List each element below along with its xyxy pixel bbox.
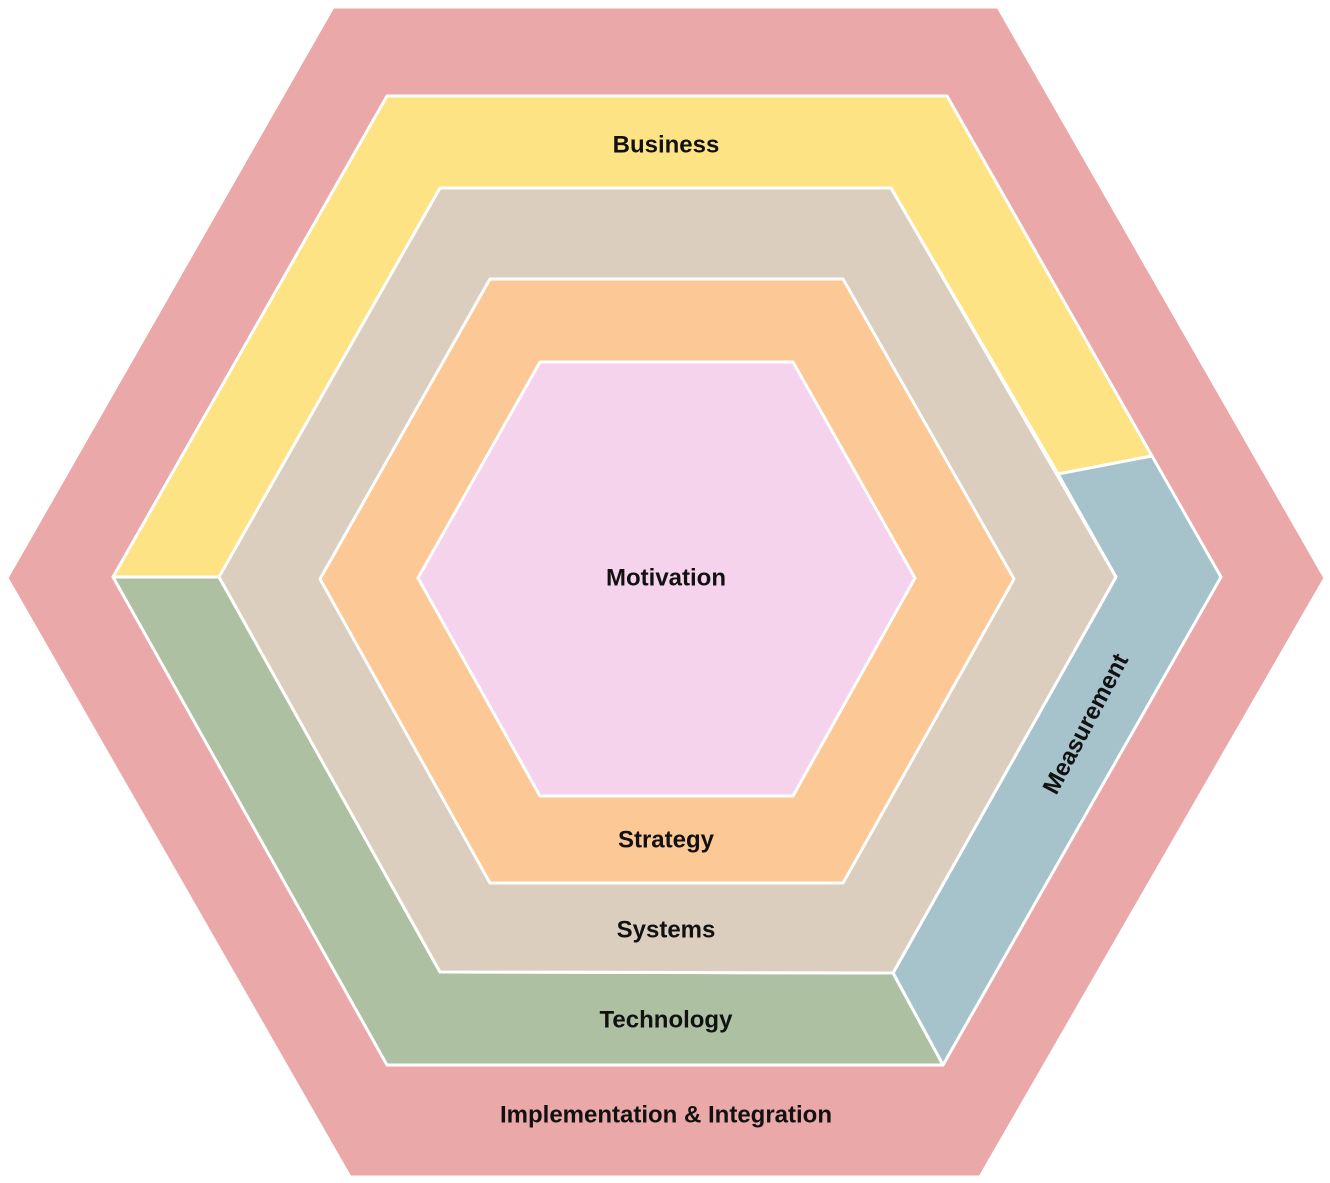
strategy-label: Strategy bbox=[618, 827, 715, 854]
motivation-layer bbox=[416, 360, 917, 798]
technology-label: Technology bbox=[600, 1007, 734, 1034]
motivation-label: Motivation bbox=[606, 565, 726, 592]
business-label: Business bbox=[613, 132, 720, 159]
systems-label: Systems bbox=[617, 917, 716, 944]
implementation-integration-label: Implementation & Integration bbox=[500, 1102, 832, 1129]
